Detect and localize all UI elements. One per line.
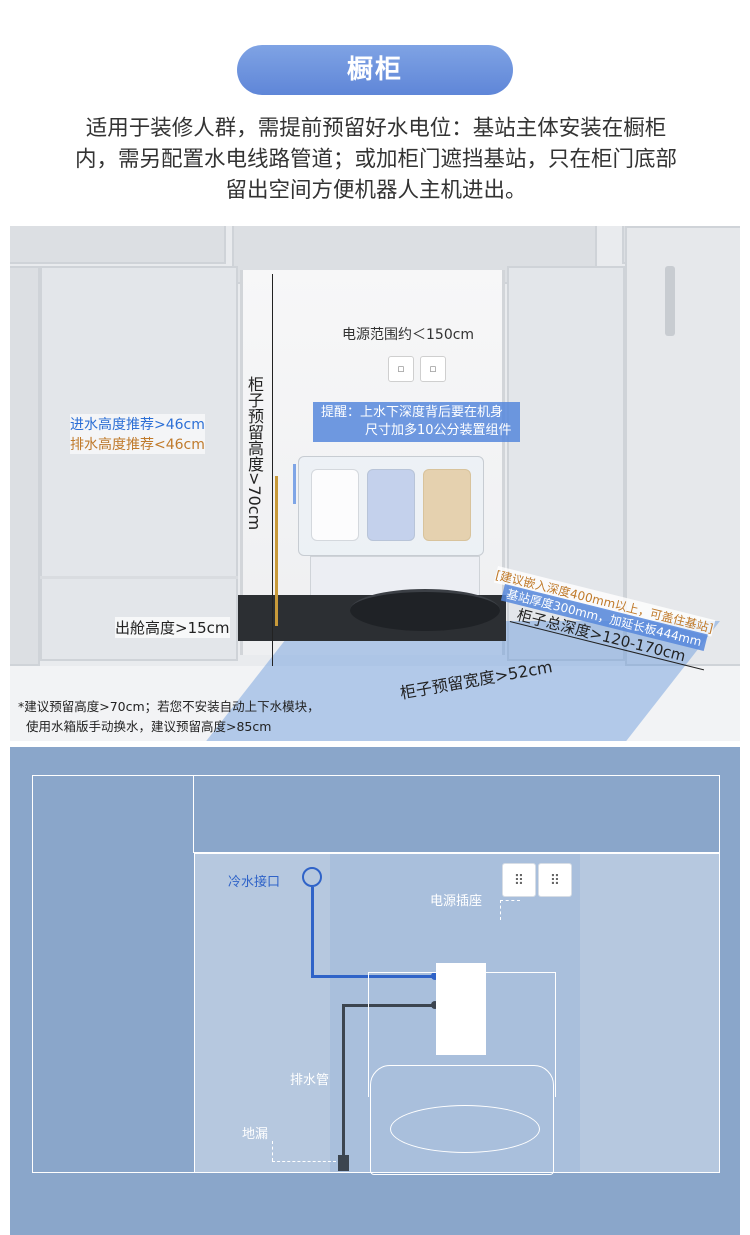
cold-water-label: 冷水接口 [228,875,281,890]
clean-water-tank [367,469,415,541]
socket-icon: ▫ [388,356,414,382]
socket-icon: ▫ [420,356,446,382]
inlet-pipe [311,975,436,978]
inlet-height-label: 进水高度推荐>46cm [70,414,205,434]
note-line-2: 使用水箱版手动换水，建议预留高度>85cm [26,719,272,734]
floor-drain-icon [338,1155,349,1171]
cabinet-photo: ▫ ▫ 电源范围约＜150cm 提醒：上水下深度背后要在机身 尺寸加多10公分装… [10,226,740,741]
section-title-pill: 橱柜 [237,45,513,95]
upper-cabinet-left [10,226,226,264]
exit-dimension-line [272,596,273,658]
station-water-module [436,963,486,1055]
inlet-pipe [311,887,314,977]
floor [10,666,740,741]
reminder-line-2: 尺寸加多10公分装置组件 [365,423,512,438]
drain-connector [431,1001,439,1009]
section-title: 橱柜 [346,55,403,85]
cabinet-height-label: 柜子预留高度>70cm [245,376,264,531]
left-cabinet-divider [40,576,238,579]
height-dimension-line [272,274,273,666]
left-edge-cabinet [10,266,40,666]
drain-pipe [342,1004,436,1007]
power-range-label: 电源范围约＜150cm [342,327,475,343]
station-base [310,556,480,596]
drain-pipe-label: 排水管 [290,1073,330,1088]
socket-icon: ⠿ [502,863,536,897]
intro-text: 适用于装修人群，需提前预留好水电位：基站主体安装在橱柜内，需另配置水电线路管道；… [75,116,678,203]
robot-outline [390,1105,540,1153]
station-base-outline [370,1065,554,1175]
floor-drain-label: 地漏 [242,1127,269,1142]
socket-leader [500,900,520,901]
socket-leader [500,900,501,920]
power-socket-label: 电源插座 [430,894,483,909]
robot-vacuum [350,589,500,631]
exit-height-label: 出舱高度>15cm [115,617,230,638]
dirty-water-tank [423,469,471,541]
far-right-cabinet [625,226,740,666]
clean-tank [311,469,359,541]
drain-pipe [342,1004,345,1169]
reminder-line-1: 提醒：上水下深度背后要在机身 [321,405,504,420]
note-line-1: *建议预留高度>70cm；若您不安装自动上下水模块， [18,699,320,714]
inlet-connector [431,972,439,980]
cold-water-inlet-icon [302,867,322,887]
base-station [298,456,484,556]
inlet-pipe-line [293,464,296,504]
reminder-tag: 提醒：上水下深度背后要在机身 尺寸加多10公分装置组件 [313,402,520,442]
cabinet-handle [665,266,675,336]
left-cabinet-door [40,266,238,661]
drain-height-label: 排水高度推荐<46cm [70,434,205,454]
installation-diagram: ⠿ ⠿ 电源插座 冷水接口 排水管 地漏 [10,747,740,1235]
diagram-upper-cabinet [193,775,720,853]
floor-drain-leader [272,1161,336,1162]
drain-pipe-line [275,476,278,626]
floor-drain-leader [272,1141,273,1161]
socket-icon: ⠿ [538,863,572,897]
